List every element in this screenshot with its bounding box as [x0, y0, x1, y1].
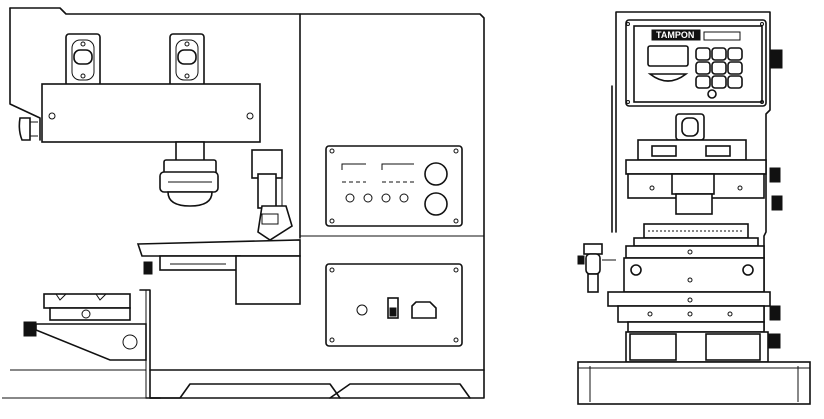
top-slider-left: [65, 33, 101, 87]
cliche-bed: [136, 239, 301, 305]
front-frame: [615, 11, 771, 331]
front-side-knob-mid2: [771, 195, 783, 211]
work-table: [607, 257, 781, 363]
top-slider-right: [169, 33, 205, 87]
ink-cup-assembly: [251, 149, 293, 241]
control-panel-upper: [325, 145, 463, 227]
front-view: TAMPON: [577, 11, 811, 405]
cliche-plate-front: [625, 223, 765, 259]
air-regulator: [577, 243, 616, 293]
control-panel-lower: [325, 263, 463, 347]
pad-carriage-front: [625, 139, 767, 215]
side-frame-outline: [9, 7, 485, 399]
pad-window: [675, 113, 705, 141]
brand-label: TAMPON: [656, 30, 694, 40]
brand-plate: [651, 29, 701, 41]
adjust-knob-left: [18, 117, 38, 141]
side-base: [149, 369, 485, 399]
front-control-panel: TAMPON: [625, 19, 767, 107]
front-base: [577, 361, 811, 405]
pad-head: [159, 141, 219, 207]
workpiece-slide: [2, 290, 147, 399]
side-view: [2, 7, 485, 399]
pad-carriage-plate: [41, 83, 261, 143]
front-side-knob-top: [769, 49, 783, 69]
front-side-knob-mid: [769, 167, 781, 183]
upper-left-bracket: [9, 7, 41, 141]
